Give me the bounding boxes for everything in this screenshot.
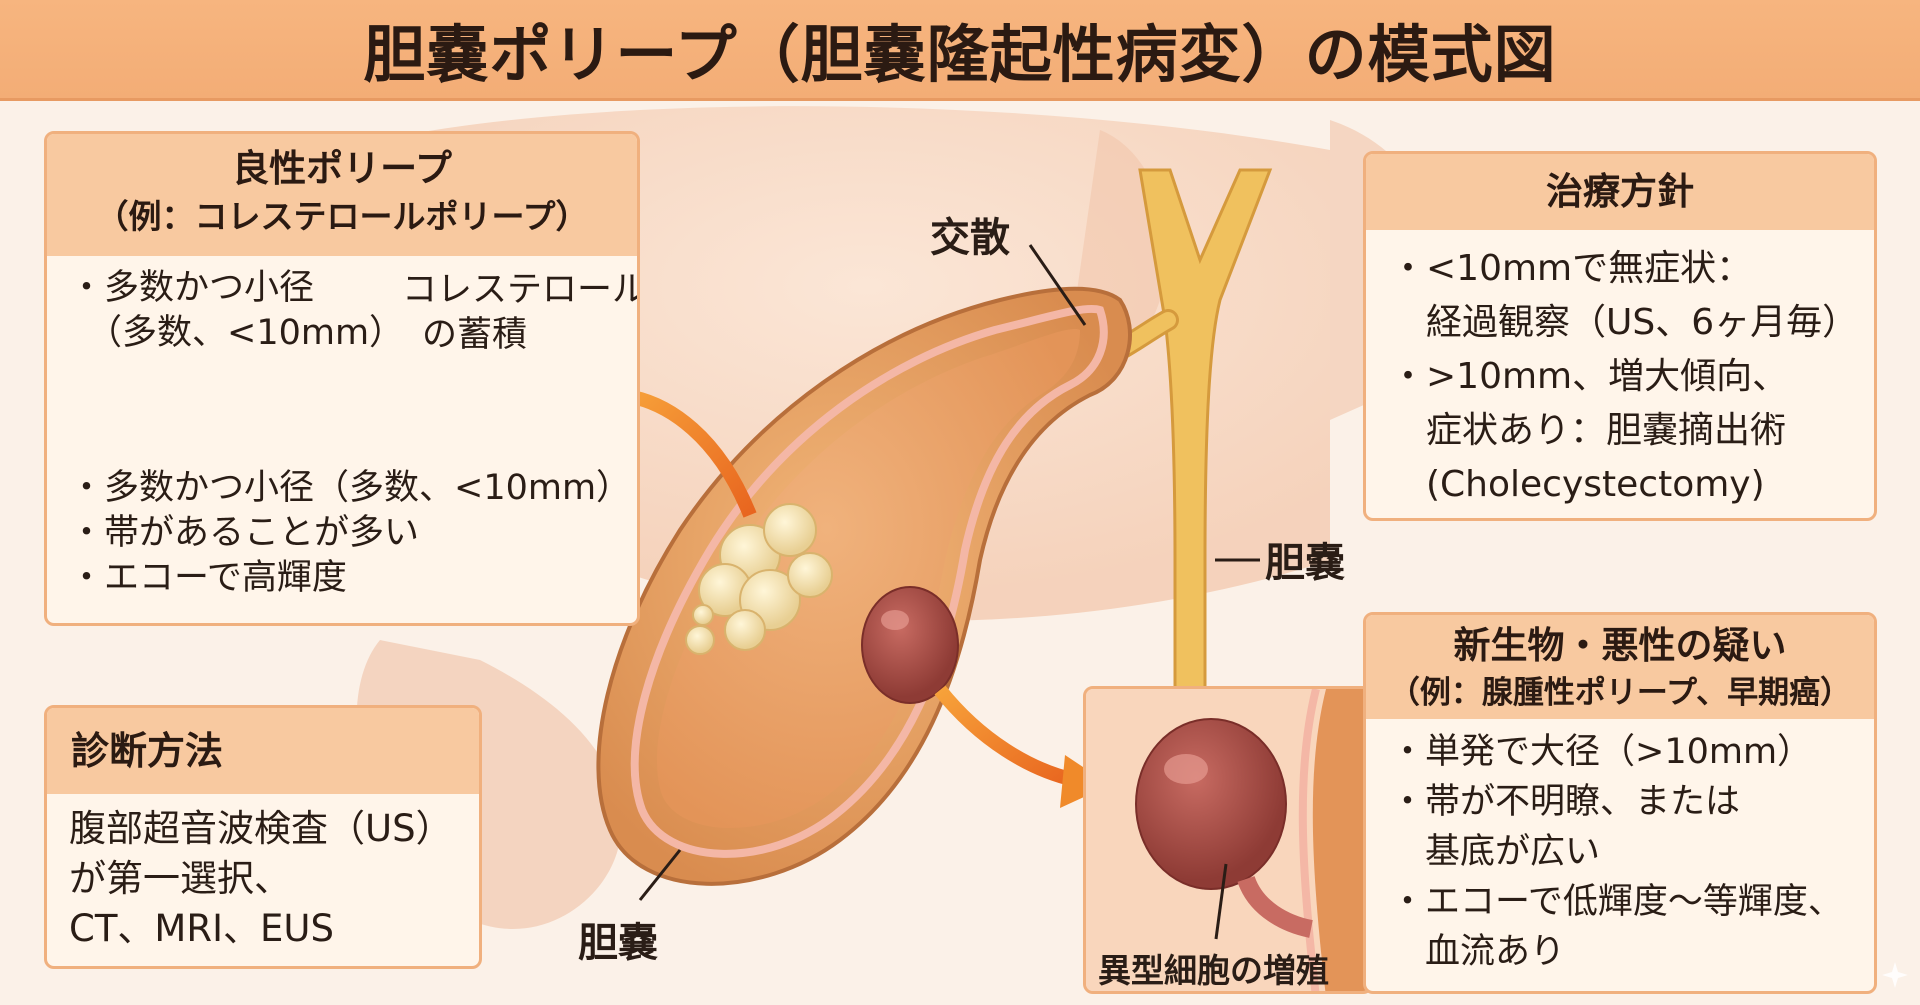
benign-bullet: ・多数かつ小径（多数、<10mm） xyxy=(69,468,632,508)
treatment-body: ・<10mmで無症状： 経過観察（US、6ヶ月毎） ・>10mm、増大傾向、 症… xyxy=(1366,230,1874,518)
malignant-heading: 新生物・悪性の疑い xyxy=(1453,624,1787,667)
treatment-panel: 治療方針 ・<10mmで無症状： 経過観察（US、6ヶ月毎） ・>10mm、増大… xyxy=(1363,151,1877,521)
benign-panel-body: ・多数かつ小径 （多数、<10mm） コレステロール の蓄積 ・多数かつ小径（多… xyxy=(47,256,640,623)
sparkle-icon xyxy=(1882,962,1908,988)
treatment-line: 経過観察（US、6ヶ月毎） xyxy=(1390,302,1859,343)
gallbladder-label: 胆嚢 xyxy=(578,920,658,966)
benign-bullet-top-1: ・多数かつ小径 xyxy=(69,268,315,308)
malignant-line: ・単発で大径（>10mm） xyxy=(1390,732,1813,772)
malignant-subheading: （例：腺腫性ポリープ、早期癌） xyxy=(1388,675,1852,711)
benign-polyp-panel: 良性ポリープ （例：コレステロールポリープ） ・多数かつ小径 （多数、<10mm… xyxy=(44,131,640,626)
malignant-body: ・単発で大径（>10mm） ・帯が不明瞭、または 基底が広い ・エコーで低輝度〜… xyxy=(1366,719,1874,985)
duct-label: 胆嚢 xyxy=(1265,540,1345,586)
treatment-line: 症状あり：胆嚢摘出術 xyxy=(1390,410,1787,451)
treatment-heading: 治療方針 xyxy=(1366,154,1874,230)
page-title: 胆嚢ポリープ（胆嚢隆起性病変）の模式図 xyxy=(363,18,1557,91)
cholesterol-callout-2: の蓄積 xyxy=(422,315,528,355)
treatment-line: ・<10mmで無症状： xyxy=(1390,248,1753,289)
benign-bullet: ・エコーで高輝度 xyxy=(69,558,347,598)
title-bar: 胆嚢ポリープ（胆嚢隆起性病変）の模式図 xyxy=(0,0,1920,101)
diagnosis-heading: 診断方法 xyxy=(47,708,479,794)
tumor-closeup-illustration xyxy=(1086,689,1370,991)
treatment-line: (Cholecystectomy) xyxy=(1390,464,1765,505)
malignant-closeup-inset: 異型細胞の増殖 xyxy=(1083,686,1373,994)
diagnosis-line: が第一選択、 xyxy=(69,857,291,900)
diagnosis-body: 腹部超音波検査（US） が第一選択、 CT、MRI、EUS xyxy=(47,794,479,964)
malignant-line: ・エコーで低輝度〜等輝度、 xyxy=(1390,882,1843,922)
atypical-cells-label: 異型細胞の増殖 xyxy=(1098,951,1329,990)
diagnosis-line: CT、MRI、EUS xyxy=(69,907,334,950)
diagnosis-panel: 診断方法 腹部超音波検査（US） が第一選択、 CT、MRI、EUS xyxy=(44,705,482,969)
malignant-line: 基底が広い xyxy=(1390,832,1601,872)
benign-bullet-top-2: （多数、<10mm） xyxy=(87,313,405,353)
benign-heading: 良性ポリープ xyxy=(232,147,452,190)
benign-panel-header: 良性ポリープ （例：コレステロールポリープ） xyxy=(47,134,637,256)
neck-label: 交散 xyxy=(930,215,1010,261)
cholesterol-polyp-cluster xyxy=(685,503,833,655)
benign-bullet: ・帯があることが多い xyxy=(69,513,420,553)
cholesterol-callout-1: コレステロール xyxy=(402,270,640,310)
treatment-line: ・>10mm、増大傾向、 xyxy=(1390,356,1789,397)
malignant-line: 血流あり xyxy=(1390,932,1566,972)
malignant-panel-header: 新生物・悪性の疑い （例：腺腫性ポリープ、早期癌） xyxy=(1366,615,1874,719)
malignant-panel: 新生物・悪性の疑い （例：腺腫性ポリープ、早期癌） ・単発で大径（>10mm） … xyxy=(1363,612,1877,994)
diagnosis-line: 腹部超音波検査（US） xyxy=(69,807,453,850)
benign-bullet-list: ・多数かつ小径（多数、<10mm） ・帯があることが多い ・エコーで高輝度 xyxy=(69,466,631,601)
benign-subheading: （例：コレステロールポリープ） xyxy=(95,197,589,236)
malignant-line: ・帯が不明瞭、または xyxy=(1390,782,1741,822)
